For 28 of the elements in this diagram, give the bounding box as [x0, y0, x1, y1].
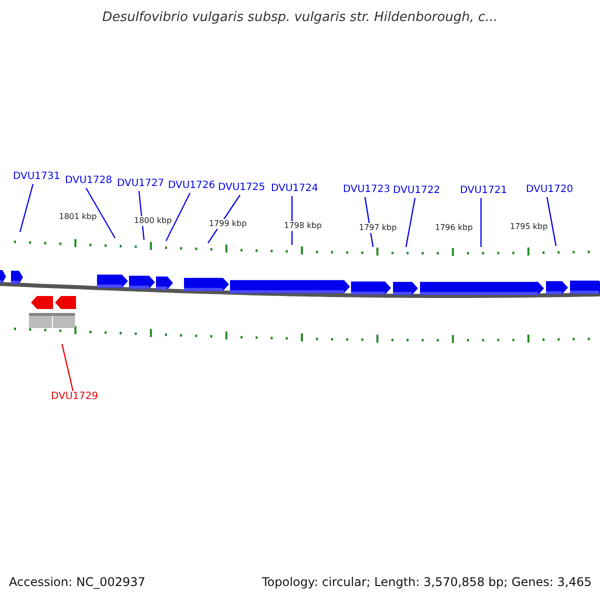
- gene-label: DVU1723: [343, 185, 390, 195]
- leader-line: [405, 198, 416, 248]
- scale-label: 1796 kbp: [434, 223, 474, 233]
- leader-line: [85, 188, 116, 238]
- scale-label: 1800 kbp: [133, 216, 173, 226]
- gene-label: DVU1727: [117, 179, 164, 189]
- footer-text: Accession: NC_002937: [9, 576, 146, 588]
- gene-label: DVU1721: [460, 186, 508, 196]
- gene-label: DVU1722: [393, 186, 440, 196]
- scale-label: 1797 kbp: [358, 223, 398, 233]
- gene-label: DVU1720: [526, 185, 574, 195]
- gene-label: DVU1725: [218, 183, 266, 193]
- leader-line: [546, 196, 557, 246]
- leader-line: [19, 184, 34, 232]
- scale-label: 1795 kbp: [509, 222, 549, 232]
- gene-label: DVU1726: [168, 181, 216, 191]
- gene-label: DVU1728: [65, 176, 112, 186]
- leader-line: [165, 192, 191, 242]
- leader-line: [61, 344, 74, 392]
- scale-label: 1799 kbp: [208, 219, 248, 229]
- gene-label: DVU1729: [51, 392, 98, 402]
- gene-label: DVU1731: [13, 172, 60, 182]
- scale-label: 1801 kbp: [58, 212, 98, 222]
- leader-line: [480, 198, 482, 247]
- scale-label: 1798 kbp: [283, 221, 323, 231]
- title: Desulfovibrio vulgaris subsp. vulgaris str. Hildenborough, c...: [101, 11, 499, 24]
- footer-text: Topology: circular; Length: 3,570,858 bp; Genes: 3,465: [262, 576, 592, 588]
- gene-label: DVU1724: [271, 184, 318, 194]
